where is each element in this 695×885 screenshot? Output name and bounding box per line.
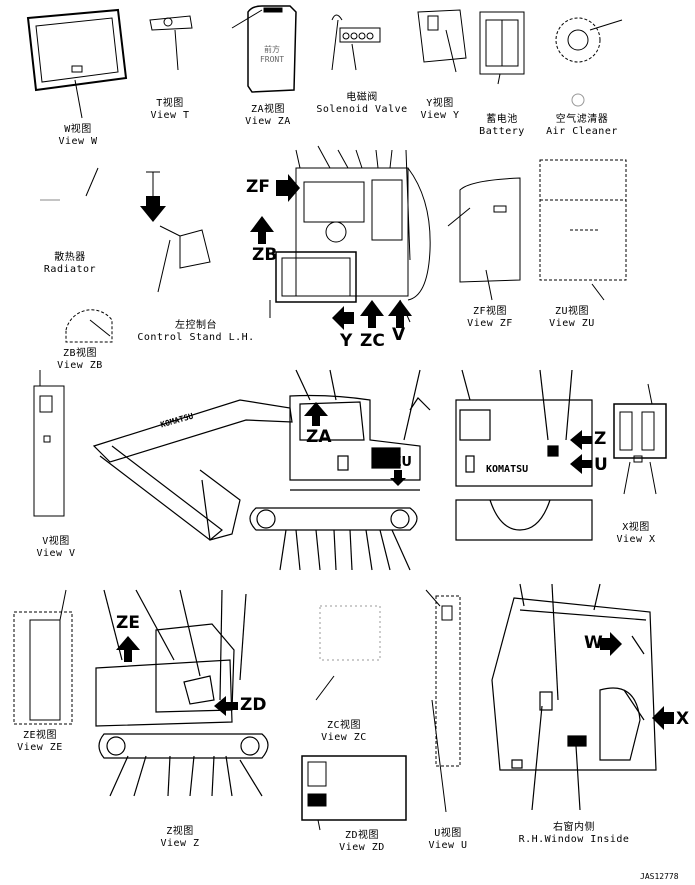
view-y-drawing	[417, 9, 467, 73]
view-x-drawing	[613, 383, 667, 495]
arrow-label-zu: ZU	[392, 455, 412, 470]
view-zb-drawing	[65, 309, 113, 343]
arrow-label-z: Z	[594, 429, 607, 449]
arrow-za	[304, 402, 328, 426]
arrow-u	[570, 454, 592, 474]
arrow-label-y: Y	[340, 331, 353, 351]
direction-arrows	[116, 174, 674, 730]
arrow-ze	[116, 636, 140, 662]
rear-brand: KOMATSU	[486, 464, 529, 475]
arrow-zf	[276, 174, 300, 202]
radiator-drawing	[40, 167, 99, 201]
arrow-label-za: ZA	[306, 427, 332, 447]
view-zu-drawing	[539, 159, 627, 301]
battery-drawing	[479, 11, 525, 85]
arrow-label-zd: ZD	[240, 695, 267, 715]
arrow-z	[570, 430, 592, 450]
view-t-drawing	[149, 15, 193, 71]
view-za-panel-drawing	[231, 5, 297, 93]
arrow-w	[600, 632, 622, 656]
arrow-zb	[250, 216, 274, 244]
view-ze-drawing	[13, 589, 73, 725]
arrow-zu	[390, 470, 406, 486]
excavator-rear-drawing	[455, 369, 593, 541]
window-inside-drawing	[491, 583, 657, 811]
solenoid-valve-drawing	[331, 14, 381, 71]
view-zd-drawing	[301, 755, 407, 831]
arrow-x	[652, 706, 674, 730]
control-stand-drawing	[146, 171, 211, 293]
arrow-label-zc: ZC	[360, 331, 385, 351]
view-w-window-drawing	[26, 8, 128, 119]
front-label: 前方 FRONT	[259, 45, 285, 64]
cab-interior-drawing	[269, 145, 431, 323]
view-u-drawing	[425, 589, 461, 813]
arrow-label-zb: ZB	[252, 245, 278, 265]
arrow-zd	[214, 696, 238, 716]
view-v-drawing	[33, 370, 65, 517]
view-zf-drawing	[447, 177, 521, 301]
arrow-label-u: U	[594, 455, 608, 475]
arrow-v	[388, 300, 412, 328]
excavator-quarter-drawing	[95, 589, 269, 797]
arrow-label-ze: ZE	[116, 613, 140, 633]
air-cleaner-drawing	[555, 17, 623, 107]
arrow-zc	[360, 300, 384, 328]
drawing-id: JAS12778	[640, 872, 679, 881]
excavator-side-drawing	[92, 369, 431, 571]
arrow-y	[332, 306, 354, 330]
arrow-label-w: W	[584, 633, 603, 653]
arrow-label-x: X	[676, 709, 690, 729]
arrow-label-zf: ZF	[246, 177, 270, 197]
arrow-t	[140, 196, 166, 222]
view-zc-drawing	[315, 605, 381, 701]
arrow-label-v: V	[392, 325, 406, 345]
